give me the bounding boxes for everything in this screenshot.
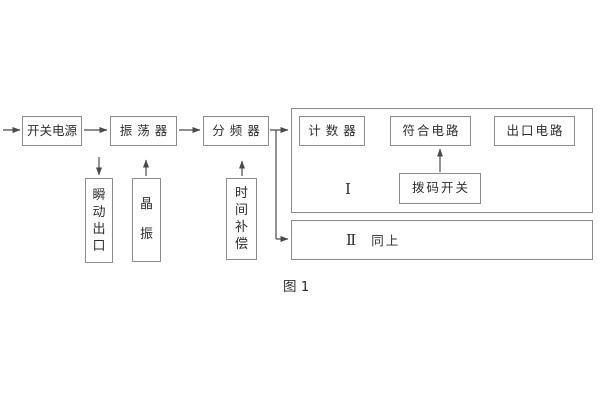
block-time-compensation-label: 时间补偿 bbox=[234, 186, 248, 252]
block-switch-power: 开关电源 bbox=[22, 116, 82, 146]
block-time-compensation: 时间补偿 bbox=[226, 178, 257, 260]
block-instant-outlet-label: 瞬动出口 bbox=[92, 187, 106, 254]
group-2-numeral: Ⅱ bbox=[346, 232, 357, 249]
block-switch-power-label: 开关电源 bbox=[26, 122, 77, 138]
block-dip-switch-label: 拨码开关 bbox=[411, 180, 470, 196]
block-dip-switch: 拨码开关 bbox=[399, 173, 481, 204]
block-crystal-oscillator: 晶振 bbox=[132, 178, 161, 262]
block-frequency-divider-label: 分频器 bbox=[212, 122, 265, 138]
block-coincidence-circuit-label: 符合电路 bbox=[402, 122, 461, 138]
group-1-numeral: Ⅰ bbox=[345, 182, 351, 198]
block-frequency-divider: 分频器 bbox=[203, 116, 269, 146]
block-outlet-circuit: 出口电路 bbox=[494, 116, 575, 146]
group-2-label: Ⅱ 同上 bbox=[346, 233, 400, 249]
block-oscillator: 振荡器 bbox=[110, 116, 177, 146]
group-box-2 bbox=[291, 220, 593, 260]
block-counter-label: 计数器 bbox=[308, 122, 361, 138]
block-counter: 计数器 bbox=[299, 116, 365, 146]
group-2-text: 同上 bbox=[371, 232, 401, 248]
block-coincidence-circuit: 符合电路 bbox=[390, 116, 471, 146]
block-oscillator-label: 振荡器 bbox=[119, 122, 173, 138]
figure-caption: 图 1 bbox=[283, 279, 310, 295]
block-instant-outlet: 瞬动出口 bbox=[85, 178, 113, 263]
block-outlet-circuit-label: 出口电路 bbox=[506, 122, 565, 138]
block-crystal-oscillator-label: 晶振 bbox=[139, 197, 153, 242]
